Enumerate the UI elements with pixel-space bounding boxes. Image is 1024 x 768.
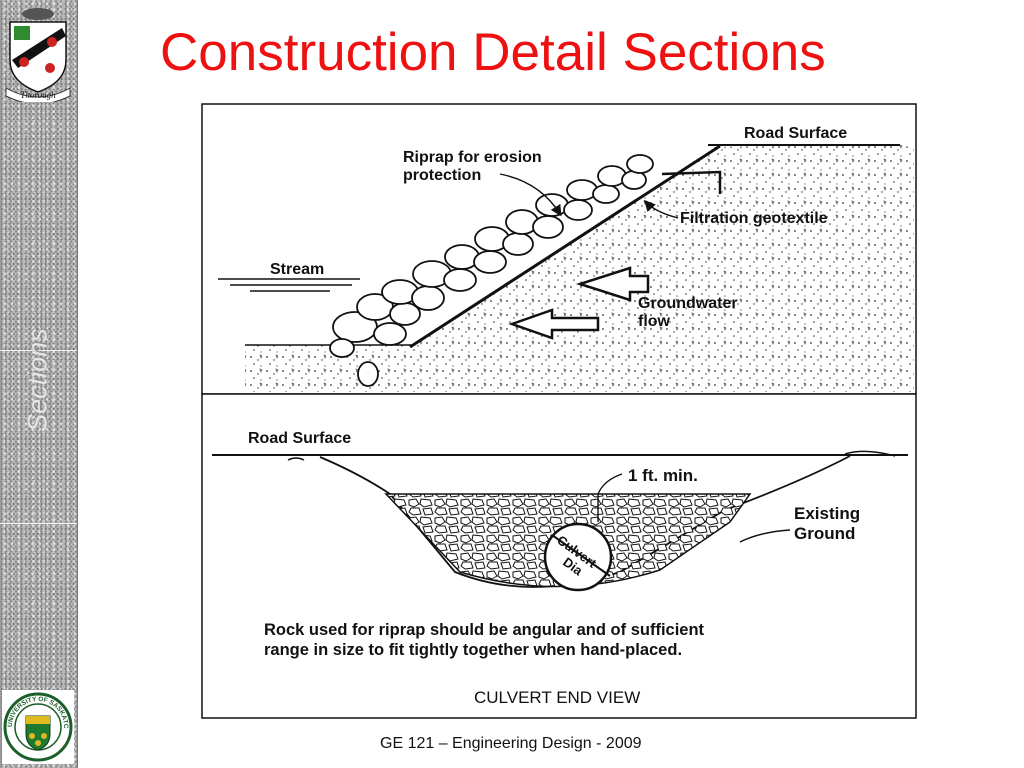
left-decorative-strip: Thorough Sections UNIVERSITY OF SASKATCH… xyxy=(0,0,78,768)
riprap-label-line1: Riprap for erosion xyxy=(403,149,542,166)
existing-ground-label-line1: Existing xyxy=(794,504,860,523)
existing-ground-label-line2: Ground xyxy=(794,524,855,543)
university-of-saskatchewan-crest-icon: UNIVERSITY OF SASKATCHEWAN xyxy=(2,690,74,764)
stream-water-lines xyxy=(218,278,360,292)
groundwater-label-line2: flow xyxy=(638,313,671,330)
riprap-rocks xyxy=(329,154,654,387)
side-section-title: Sections xyxy=(22,328,53,432)
groundwater-arrow-lower xyxy=(508,308,600,340)
thorough-crest-icon: Thorough xyxy=(5,8,71,102)
groundwater-arrow-upper xyxy=(575,266,650,302)
slide-title: Construction Detail Sections xyxy=(160,23,826,82)
stream-label: Stream xyxy=(270,261,324,278)
culvert-end-view-panel: Culvert Dia Road Surface 1 ft. min. Exis… xyxy=(201,393,917,719)
filtration-geotextile-label: Filtration geotextile xyxy=(680,210,828,227)
construction-detail-diagram: Road Surface Riprap for erosion protecti… xyxy=(201,103,917,719)
road-surface-label-top: Road Surface xyxy=(744,125,847,142)
road-surface-label-bottom: Road Surface xyxy=(248,430,351,447)
groundwater-label-line1: Groundwater xyxy=(638,295,738,312)
rock-note-line2: range in size to fit tightly together wh… xyxy=(264,641,682,659)
crest-motto: Thorough xyxy=(20,90,56,100)
rock-note-line1: Rock used for riprap should be angular a… xyxy=(264,621,705,639)
min-cover-label: 1 ft. min. xyxy=(628,466,698,485)
strip-divider xyxy=(0,523,77,524)
riprap-section-panel: Road Surface Riprap for erosion protecti… xyxy=(201,103,917,395)
culvert-end-view-caption: CULVERT END VIEW xyxy=(474,688,640,707)
strip-divider xyxy=(0,350,77,351)
riprap-label-line2: protection xyxy=(403,167,481,184)
slide-footer: GE 121 – Engineering Design - 2009 xyxy=(380,735,642,752)
